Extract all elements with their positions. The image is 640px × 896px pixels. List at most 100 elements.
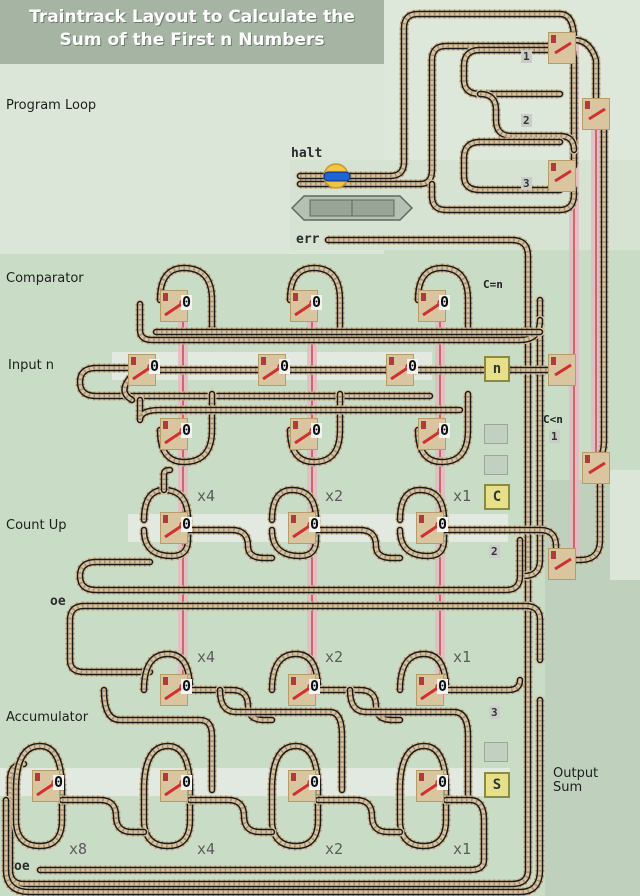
- bit-switch[interactable]: 0: [288, 770, 321, 802]
- bit-switch[interactable]: 0: [160, 770, 193, 802]
- switch-flag-icon: [35, 773, 40, 781]
- bit-value: 0: [311, 421, 323, 439]
- bit-value: 0: [149, 357, 161, 375]
- bit-switch[interactable]: 0: [288, 512, 321, 544]
- count-link-2: [311, 525, 405, 563]
- oe-count-label: oe: [50, 594, 66, 609]
- step-1-label: 1: [521, 50, 532, 63]
- route-switch[interactable]: [582, 452, 610, 484]
- bit-switch[interactable]: 0: [288, 674, 321, 706]
- switch-flag-icon: [163, 515, 168, 523]
- bit-switch[interactable]: 0: [416, 512, 449, 544]
- bit-value: 0: [181, 421, 193, 439]
- bit-switch[interactable]: 0: [416, 674, 449, 706]
- step-2b-label: 2: [489, 545, 500, 558]
- multiplier-acc-x2: x2: [325, 840, 344, 858]
- bit-switch[interactable]: 0: [386, 354, 419, 386]
- switch-lever-icon: [554, 363, 572, 377]
- c-eq-n-label: C=n: [483, 278, 503, 291]
- bit-switch[interactable]: 0: [290, 418, 323, 450]
- route-switch[interactable]: [548, 548, 576, 580]
- register-c: C: [484, 484, 510, 510]
- track-err-main: [5, 235, 533, 889]
- bit-value: 0: [181, 773, 193, 791]
- multiplier-acc-x1: x1: [453, 840, 472, 858]
- bit-value: 0: [407, 357, 419, 375]
- output-sum-label-2: Sum: [553, 780, 583, 795]
- acc-chain-1: [57, 795, 149, 837]
- title-line-2: Sum of the First n Numbers: [59, 30, 325, 50]
- switch-lever-icon: [554, 557, 572, 571]
- step-3-label: 3: [521, 177, 532, 190]
- switch-flag-icon: [551, 35, 556, 43]
- acc-top-1: [139, 649, 195, 695]
- multiplier-count-x4: x4: [197, 487, 216, 505]
- bit-value: 0: [309, 677, 321, 695]
- carriage: [290, 195, 414, 221]
- switch-flag-icon: [291, 773, 296, 781]
- bit-switch[interactable]: 0: [416, 770, 449, 802]
- bit-switch[interactable]: 0: [290, 290, 323, 322]
- route-switch[interactable]: [582, 98, 610, 130]
- bit-switch[interactable]: 0: [160, 512, 193, 544]
- acc-top-2: [267, 649, 323, 695]
- bit-switch[interactable]: 0: [160, 418, 193, 450]
- switch-flag-icon: [293, 293, 298, 301]
- bit-switch[interactable]: 0: [128, 354, 161, 386]
- bit-switch[interactable]: 0: [418, 418, 451, 450]
- switch-flag-icon: [163, 421, 168, 429]
- output-sum-label-1: Output: [553, 766, 599, 781]
- switch-lever-icon: [554, 41, 572, 55]
- track-program-right-2: [569, 35, 601, 115]
- acc-feed-3: [345, 685, 473, 805]
- track-loop-2: [475, 89, 579, 155]
- switch-flag-icon: [163, 677, 168, 685]
- switch-flag-icon: [131, 357, 136, 365]
- acc-out-bottom: [35, 795, 489, 875]
- switch-flag-icon: [421, 421, 426, 429]
- accumulator-label: Accumulator: [6, 710, 89, 725]
- comp-bus-bot: [135, 395, 465, 425]
- acc-chain-2: [185, 795, 277, 837]
- locomotive: [323, 163, 351, 189]
- acc-feed-1: [99, 685, 217, 795]
- switch-flag-icon: [551, 163, 556, 171]
- route-switch[interactable]: [548, 354, 576, 386]
- multiplier-acc-top-x2: x2: [325, 648, 344, 666]
- bit-switch[interactable]: 0: [258, 354, 291, 386]
- route-switch[interactable]: [548, 160, 576, 192]
- bit-switch[interactable]: 0: [418, 290, 451, 322]
- acc-chain-3: [313, 795, 405, 837]
- bit-switch[interactable]: 0: [160, 290, 193, 322]
- bit-value: 0: [309, 773, 321, 791]
- switch-flag-icon: [419, 515, 424, 523]
- bit-value: 0: [437, 677, 449, 695]
- bit-switch[interactable]: 0: [32, 770, 65, 802]
- track-program-inner: [295, 41, 565, 189]
- switch-flag-icon: [163, 773, 168, 781]
- bit-value: 0: [309, 515, 321, 533]
- locomotive-body: [323, 171, 351, 182]
- track-loop-3: [459, 137, 565, 195]
- multiplier-acc-top-x1: x1: [453, 648, 472, 666]
- acc-feed-2: [215, 685, 347, 795]
- program-loop-label: Program Loop: [6, 98, 97, 113]
- route-switch[interactable]: [548, 32, 576, 64]
- multiplier-acc-x8: x8: [69, 840, 88, 858]
- register-s: S: [484, 772, 510, 798]
- switch-flag-icon: [551, 357, 556, 365]
- switch-flag-icon: [585, 455, 590, 463]
- bit-switch[interactable]: 0: [160, 674, 193, 706]
- acc-top-3: [395, 649, 451, 695]
- acc-bit-8: [11, 741, 67, 851]
- acc-top-link-1: [185, 685, 277, 725]
- acc-bit-1: [395, 741, 451, 851]
- bit-value: 0: [439, 293, 451, 311]
- count-return: [75, 535, 525, 595]
- count-link-1: [183, 525, 277, 563]
- switch-flag-icon: [261, 357, 266, 365]
- err-label: err: [296, 232, 320, 247]
- input-n-label: Input n: [8, 358, 55, 373]
- switch-lever-icon: [554, 169, 572, 183]
